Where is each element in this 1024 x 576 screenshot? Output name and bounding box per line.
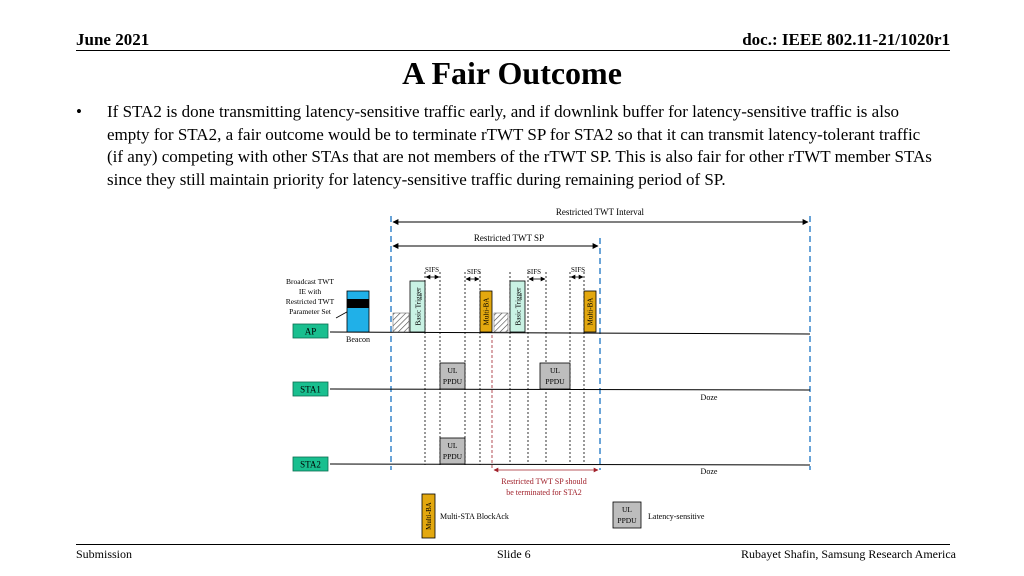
sta1-doze-label: Doze [701,393,718,402]
sp-label: Restricted TWT SP [474,233,544,243]
ul-ppdu-sta1-2: UL PPDU [539,362,571,390]
broadcast-note-line-2: IE with [299,287,322,296]
termination-note-line-2: be terminated for STA2 [506,488,582,497]
legend-ppdu-swatch [612,501,642,529]
legend-ppdu-line1: UL [622,505,632,514]
station-ap: AP [292,323,329,339]
legend-multi-sta-blockack: Multi-BA Multi-STA BlockAck [421,493,509,539]
sifs-label-1: SIFS [425,266,439,274]
footer-author: Rubayet Shafin, Samsung Research America [741,547,956,561]
termination-note-line-1: Restricted TWT SP should [501,477,586,486]
station-ap-label: AP [305,327,317,337]
header-doc-id: doc.: IEEE 802.11-21/1020r1 [742,30,950,49]
broadcast-twt-note: Broadcast TWT IE with Restricted TWT Par… [286,277,335,316]
footer-divider [76,544,950,545]
interval-label: Restricted TWT Interval [556,207,645,217]
sta1-timeline [329,388,811,391]
station-sta2-label: STA2 [300,460,321,470]
sta2-timeline [329,463,811,466]
basic-trigger-label-2: Basic Trigger [515,287,523,326]
legend-blockack-label: Multi-STA BlockAck [440,512,509,521]
broadcast-note-line-1: Broadcast TWT [286,277,334,286]
multi-ba-frame-2: Multi-BA [583,290,597,333]
sifs-label-2: SIFS [467,268,481,276]
header-date: June 2021 [76,30,150,49]
sifs-label-4: SIFS [571,266,585,274]
legend-latency-sensitive: UL PPDU Latency-sensitive [612,501,705,529]
ul-ppdu-sta1-2-line1: UL [550,366,560,375]
bullet-marker: • [76,102,82,121]
ul-ppdu-sta1-1-line1: UL [448,366,458,375]
footer-slide-number: Slide 6 [497,547,531,561]
bullet-text: If STA2 is done transmitting latency-sen… [107,102,932,189]
ul-ppdu-sta2-1: UL PPDU [439,437,466,465]
ul-ppdu-sta1-1-line2: PPDU [443,377,463,386]
beacon-frame [346,290,370,333]
ul-ppdu-sta2-1-line1: UL [448,441,458,450]
broadcast-note-line-3: Restricted TWT [286,297,335,306]
contention-period-1 [392,312,410,333]
beacon-label: Beacon [346,335,370,344]
multi-ba-label-2: Multi-BA [587,298,595,326]
header-divider [76,50,950,51]
legend-multiba-swatch-label: Multi-BA [425,502,433,530]
ul-ppdu-sta1-2-line2: PPDU [545,377,565,386]
basic-trigger-frame-1: Basic Trigger [409,280,426,333]
contention-period-2 [493,312,509,333]
sifs-markers: SIFS SIFS SIFS SIFS [425,266,585,282]
sifs-label-3: SIFS [527,268,541,276]
legend-ppdu-line2: PPDU [617,516,637,525]
footer-submission: Submission [76,547,133,561]
basic-trigger-frame-2: Basic Trigger [509,280,526,333]
multi-ba-frame-1: Multi-BA [479,290,493,333]
station-sta2: STA2 [292,456,329,472]
station-sta1: STA1 [292,381,329,397]
multi-ba-label-1: Multi-BA [483,298,491,326]
legend-multiba-swatch [421,493,436,539]
ul-ppdu-sta2-1-line2: PPDU [443,452,463,461]
slide-title: A Fair Outcome [402,55,622,91]
sta2-doze-label: Doze [701,467,718,476]
legend-latency-label: Latency-sensitive [648,512,705,521]
ul-ppdu-sta1-1: UL PPDU [439,362,466,390]
basic-trigger-label-1: Basic Trigger [415,287,423,326]
station-sta1-label: STA1 [300,385,321,395]
broadcast-note-line-4: Parameter Set [289,307,332,316]
